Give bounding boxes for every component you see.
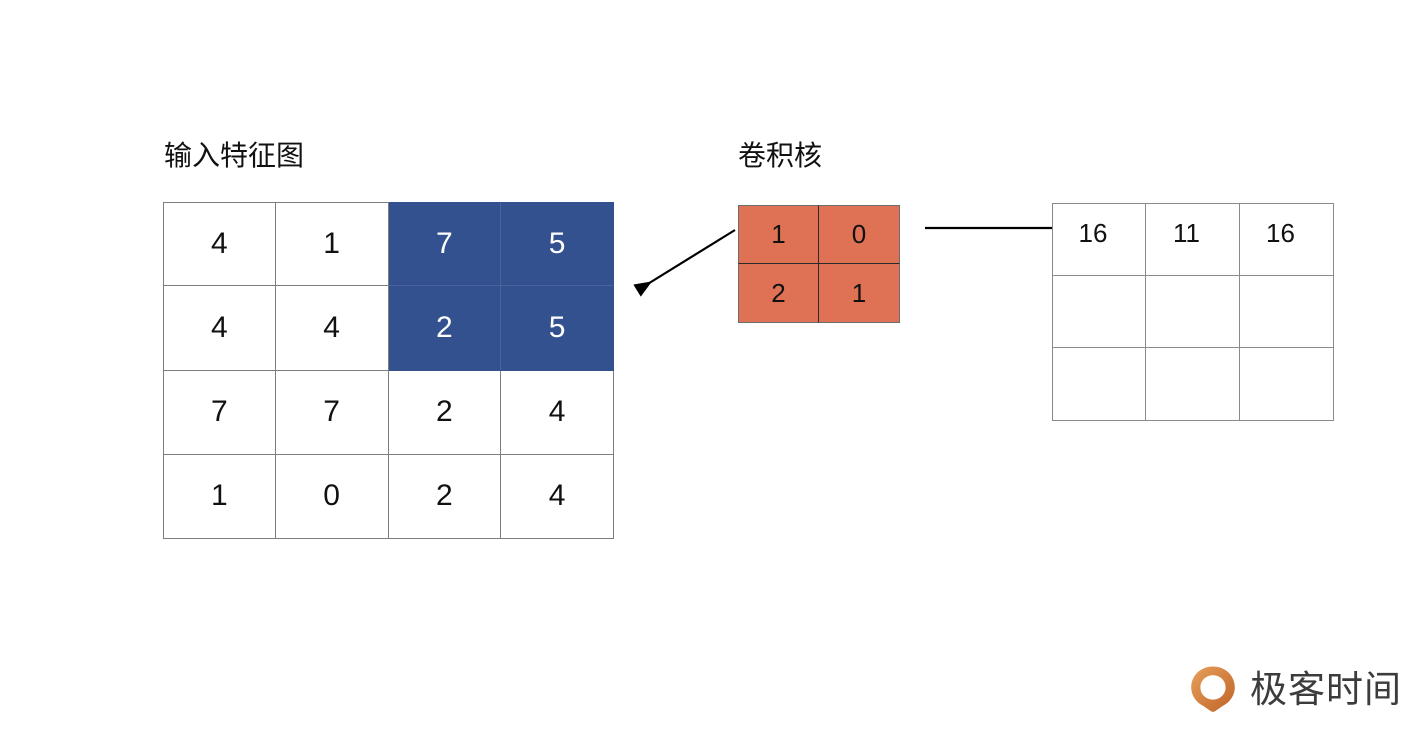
input-cell: 4 <box>501 370 614 455</box>
kernel-cell: 0 <box>819 205 900 264</box>
output-cell: 16 <box>1052 203 1146 276</box>
output-cell <box>1146 348 1240 421</box>
brand-logo: 极客时间 <box>1189 663 1401 715</box>
input-cell: 7 <box>275 370 389 455</box>
arrow-kernel-to-input-window <box>633 229 736 297</box>
kernel-cell: 1 <box>819 264 900 323</box>
input-cell: 7 <box>163 370 276 455</box>
input-cell: 2 <box>388 370 502 455</box>
output-cell: 16 <box>1240 203 1334 276</box>
input-cell-highlighted: 5 <box>501 202 614 287</box>
output-cell <box>1146 275 1240 349</box>
convolution-kernel-grid: 1 0 2 1 <box>738 205 900 323</box>
kernel-cell: 2 <box>738 264 819 323</box>
input-cell: 1 <box>163 454 276 539</box>
input-cell: 1 <box>275 202 389 287</box>
brand-name: 极客时间 <box>1250 667 1402 711</box>
output-cell <box>1240 275 1334 349</box>
input-cell: 4 <box>163 286 276 371</box>
input-cell-highlighted: 2 <box>388 286 502 371</box>
output-cell: 11 <box>1146 203 1240 276</box>
kernel-cell: 1 <box>738 205 819 264</box>
kernel-title: 卷积核 <box>738 140 823 171</box>
input-cell: 2 <box>388 454 502 539</box>
input-cell: 4 <box>275 286 389 371</box>
geektime-drop-icon <box>1191 666 1235 712</box>
input-cell: 4 <box>163 202 276 287</box>
output-feature-map-grid: 16 11 16 <box>1052 203 1334 421</box>
input-feature-map-grid: 4 1 7 5 4 4 2 5 7 7 2 4 1 0 2 4 <box>163 202 614 539</box>
input-cell-highlighted: 5 <box>501 286 614 371</box>
input-cell: 0 <box>275 454 389 539</box>
input-feature-map-title: 输入特征图 <box>164 140 305 171</box>
output-cell <box>1052 348 1146 421</box>
output-cell <box>1240 348 1334 421</box>
input-cell: 4 <box>501 454 614 539</box>
output-cell <box>1052 275 1146 349</box>
input-cell-highlighted: 7 <box>388 202 502 287</box>
